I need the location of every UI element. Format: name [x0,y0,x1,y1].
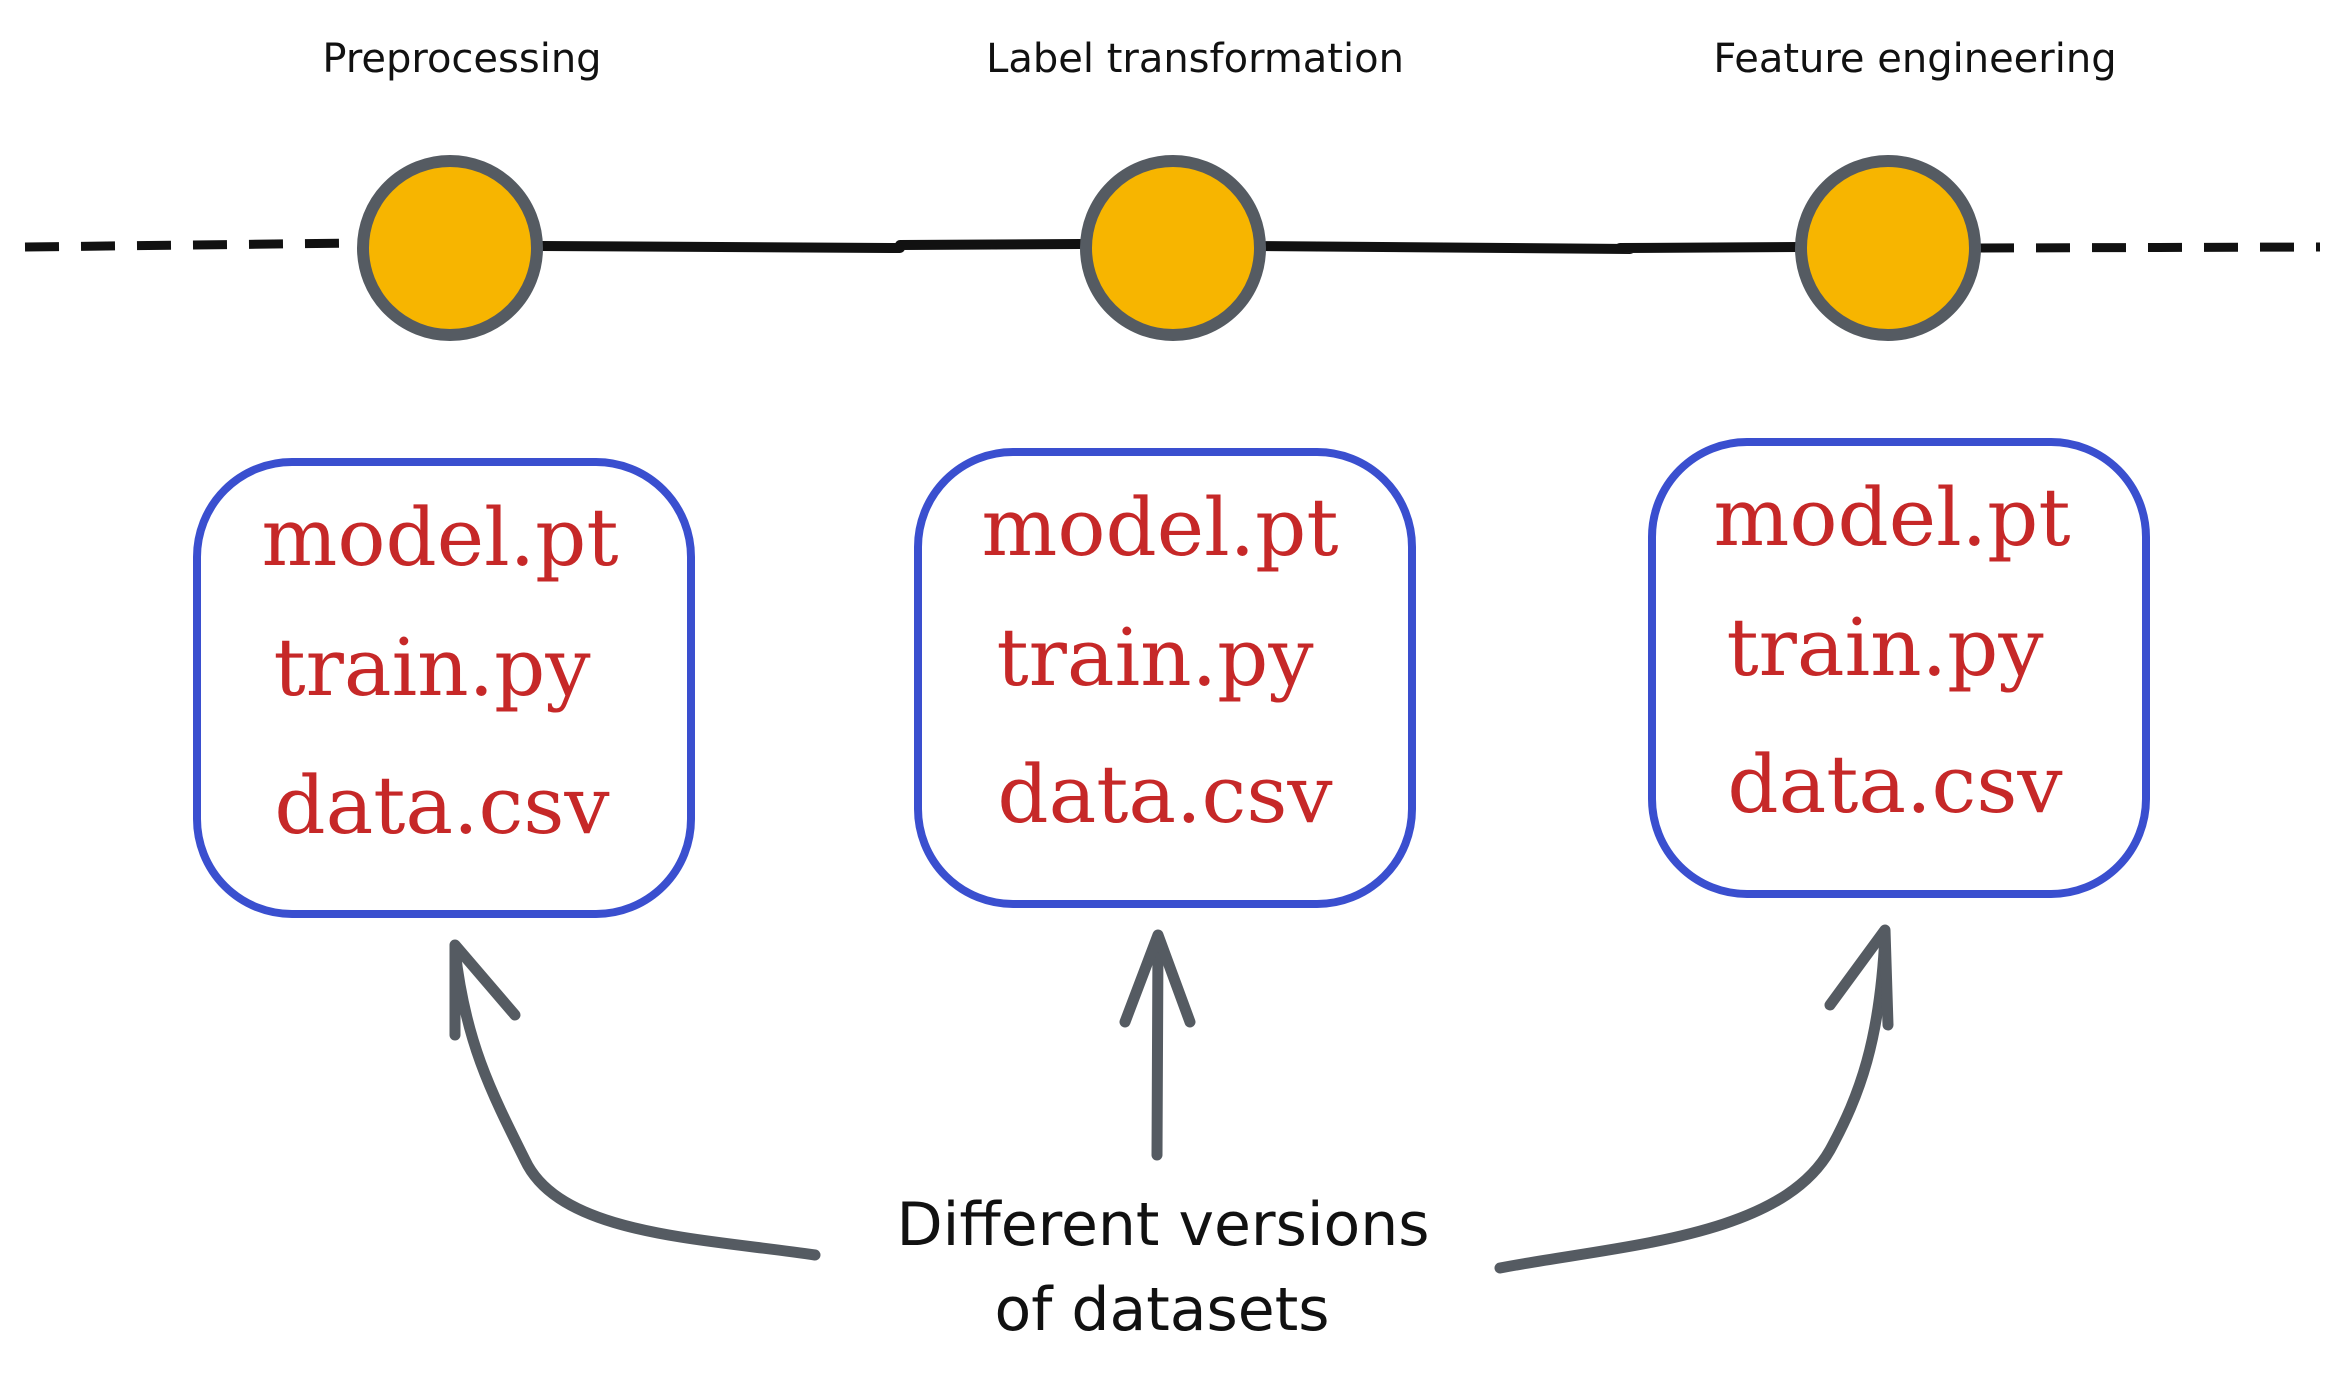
stage-label-feature-engineering: Feature engineering [1713,36,2116,82]
file-model-pt[interactable]: model.pt [1714,471,2071,564]
arrow-head [1119,929,1196,1028]
file-box-preprocessing: model.pt train.py data.csv [193,458,695,918]
timeline-solid-segment [535,238,1805,254]
arrow-shaft [1151,934,1164,1161]
file-model-pt[interactable]: model.pt [982,481,1339,574]
file-box-label-transformation: model.pt train.py data.csv [914,448,1416,908]
file-train-py[interactable]: train.py [996,611,1313,704]
arrow-head [449,939,521,1041]
file-box-border [914,448,1416,908]
file-train-py[interactable]: train.py [1726,601,2043,694]
file-data-csv[interactable]: data.csv [997,748,1332,841]
timeline [24,238,2321,254]
file-box-border [193,458,695,918]
caption-line-1: Different versions [896,1190,1429,1260]
arrow-shaft [1494,929,1891,1274]
stage-label-preprocessing: Preprocessing [322,36,601,82]
arrow-shaft [449,944,821,1261]
stage-node-label-transformation [1080,155,1266,341]
file-data-csv[interactable]: data.csv [274,759,609,852]
arrow-head [1824,924,1894,1031]
arrow-to-feature-engineering [1494,924,1894,1274]
stage-node-feature-engineering [1795,155,1981,341]
caption-line-2: of datasets [994,1275,1329,1345]
stage-label-label-transformation: Label transformation [986,36,1404,82]
timeline-dashed-right [1979,242,2321,253]
file-box-border [1648,438,2150,898]
file-train-py[interactable]: train.py [273,621,590,714]
arrow-to-preprocessing [449,939,821,1261]
stage-node-preprocessing [357,155,543,341]
file-box-feature-engineering: model.pt train.py data.csv [1648,438,2150,898]
timeline-dashed-left [24,238,361,252]
file-data-csv[interactable]: data.csv [1727,738,2062,831]
file-model-pt[interactable]: model.pt [262,491,619,584]
arrow-to-label-transformation [1119,929,1196,1161]
